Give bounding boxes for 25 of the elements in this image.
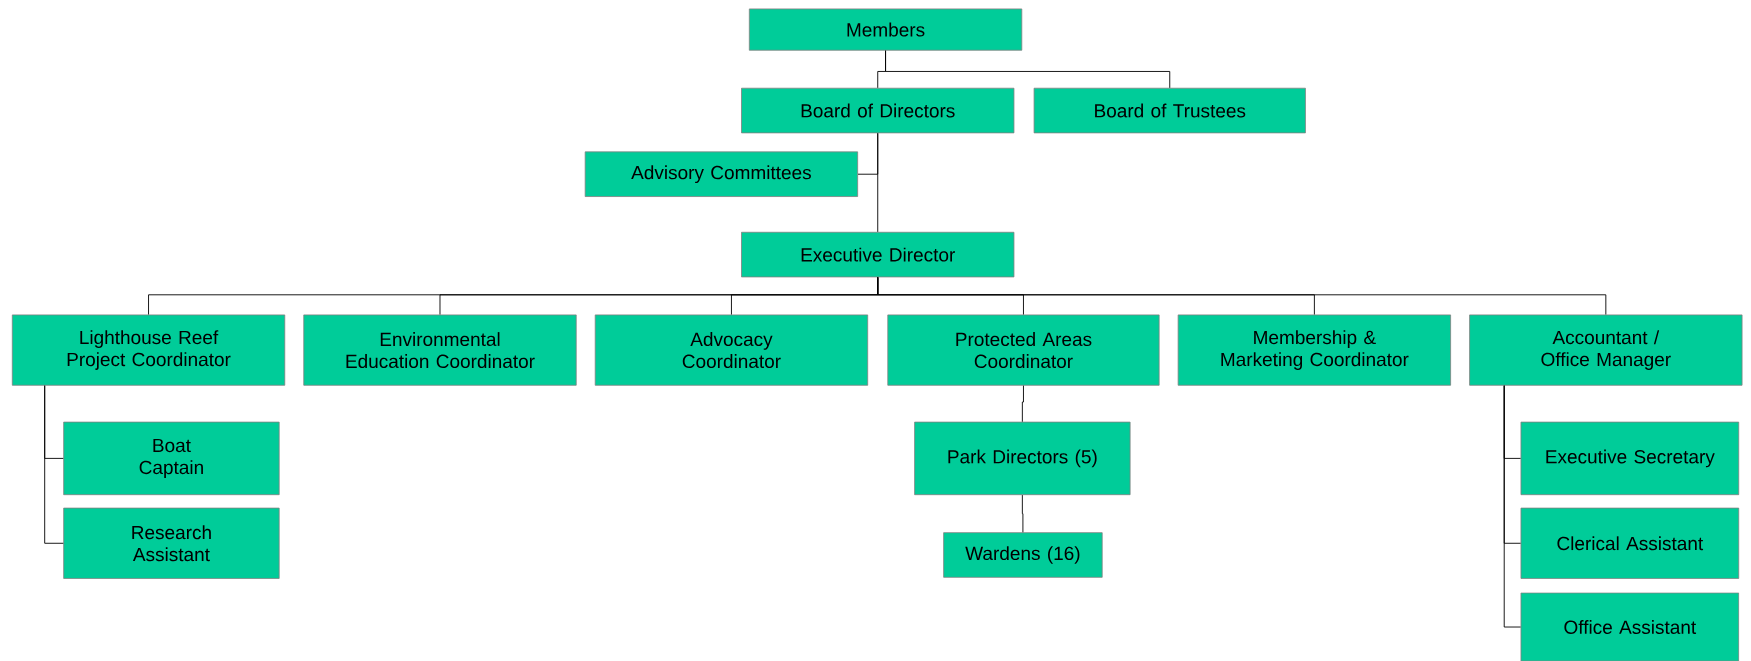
org-box: Lighthouse Reef Project Coordinator <box>11 314 286 386</box>
org-box: Members <box>748 8 1023 51</box>
connector-line <box>877 132 879 233</box>
connector-line <box>44 385 64 544</box>
org-box: Executive Secretary <box>1520 421 1740 496</box>
org-box: Boat Captain <box>63 421 280 496</box>
connector-line <box>1021 494 1024 533</box>
org-box: Clerical Assistant <box>1520 507 1740 579</box>
org-box: Environmental Education Coordinator <box>303 314 577 386</box>
org-box: Advisory Committees <box>584 151 859 197</box>
org-box: Executive Director <box>741 231 1015 278</box>
connector-line <box>877 276 1607 315</box>
org-box: Research Assistant <box>63 507 280 579</box>
connector-line <box>1503 385 1521 628</box>
connector-line <box>1021 385 1024 423</box>
org-box: Park Directors (5) <box>914 421 1131 496</box>
org-box: Board of Trustees <box>1033 87 1306 134</box>
org-box: Office Assistant <box>1520 592 1740 661</box>
org-box: Accountant / Office Manager <box>1469 314 1743 386</box>
org-box: Wardens (16) <box>943 532 1103 578</box>
org-box: Membership & Marketing Coordinator <box>1177 314 1451 386</box>
org-box: Advocacy Coordinator <box>594 314 869 386</box>
connector-line <box>885 50 1171 89</box>
org-box: Protected Areas Coordinator <box>887 314 1160 386</box>
org-box: Board of Directors <box>741 87 1015 134</box>
